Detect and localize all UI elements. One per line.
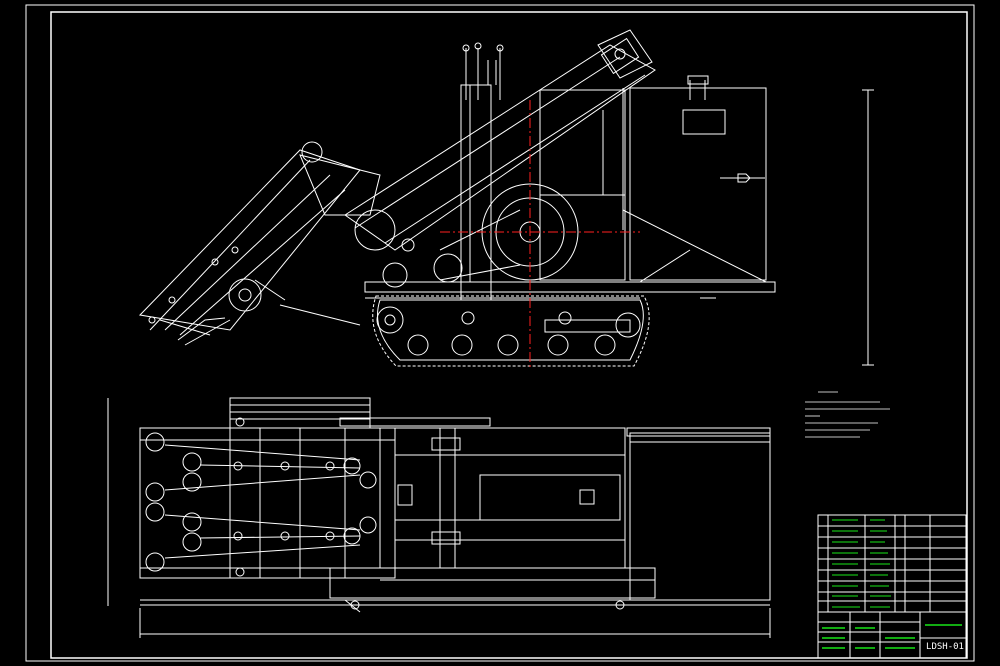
title-block [817, 611, 967, 659]
drawing-number: LDSH-01 [926, 642, 964, 652]
title-block-text [822, 624, 962, 649]
side-elevation-view [138, 29, 874, 367]
inner-border [50, 11, 968, 659]
technical-notes [805, 391, 890, 438]
outer-border [25, 4, 975, 662]
centerlines [440, 100, 640, 370]
plan-view [107, 397, 771, 638]
parts-list-text [832, 519, 891, 608]
